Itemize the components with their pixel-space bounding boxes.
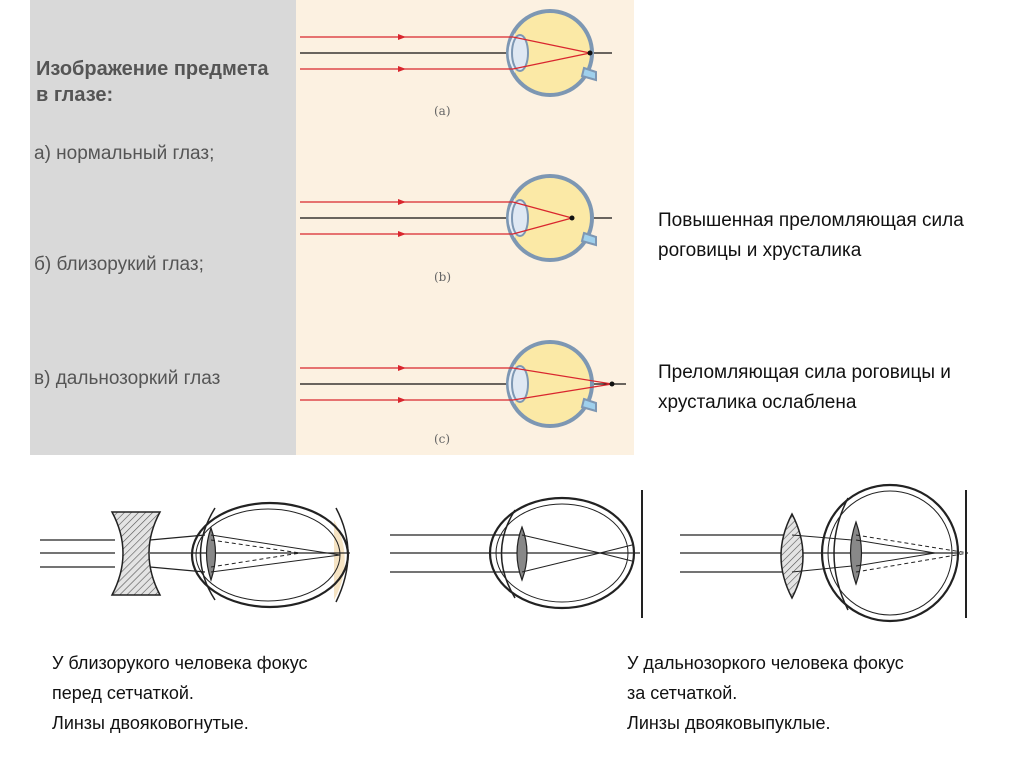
- caption-myopia: У близорукого человека фокус перед сетча…: [52, 648, 432, 738]
- item-hyperopic-eye: в) дальнозоркий глаз: [34, 368, 221, 389]
- hyperopia-correction-diagram: [680, 483, 969, 623]
- caption-hyperopia-line-3: Линзы двояковыпуклые.: [627, 713, 831, 733]
- figure-label-a: (a): [434, 104, 451, 118]
- caption-myopia-line-1: У близорукого человека фокус: [52, 653, 308, 673]
- note-myopia: Повышенная преломляющая сила роговицы и …: [658, 210, 964, 261]
- caption-myopia-line-2: перед сетчаткой.: [52, 683, 194, 703]
- left-panel: [30, 0, 296, 455]
- eye-diagram-myopic: [300, 174, 612, 262]
- myopia-correction-diagram: [40, 501, 350, 609]
- myopic-eye-diagram: [390, 490, 643, 618]
- eye-diagram-normal: [300, 9, 612, 97]
- caption-myopia-line-3: Линзы двояковогнутые.: [52, 713, 249, 733]
- heading: Изображение предмета в глазе:: [36, 58, 269, 106]
- caption-hyperopia-line-2: за сетчаткой.: [627, 683, 738, 703]
- note-hyperopia: Преломляющая сила роговицы и хрусталика …: [658, 362, 951, 413]
- caption-hyperopia: У дальнозоркого человека фокус за сетчат…: [627, 648, 1017, 738]
- caption-hyperopia-line-1: У дальнозоркого человека фокус: [627, 653, 904, 673]
- eye-diagram-hyperopic: [300, 340, 626, 428]
- figure-label-b: (b): [434, 270, 452, 284]
- figure-label-c: (c): [434, 432, 451, 446]
- item-normal-eye: а) нормальный глаз;: [34, 143, 215, 164]
- item-myopic-eye: б) близорукий глаз;: [34, 254, 204, 275]
